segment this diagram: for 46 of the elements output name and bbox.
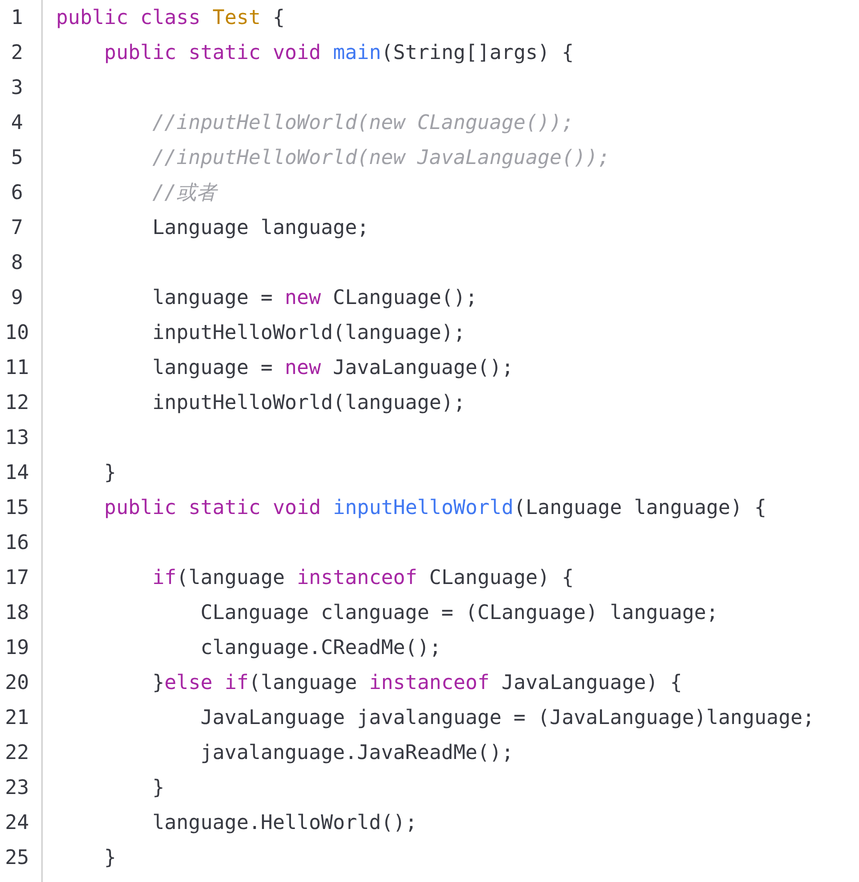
line-number: 8 bbox=[10, 249, 24, 276]
code-line: inputHelloWorld(language); bbox=[152, 319, 466, 346]
code-line: CLanguage clanguage = (CLanguage) language; bbox=[200, 599, 718, 626]
code-line: } bbox=[104, 459, 116, 486]
code-comment: //inputHelloWorld(new CLanguage()); bbox=[152, 109, 574, 136]
code-line: language.HelloWorld(); bbox=[152, 809, 418, 836]
code-comment: //inputHelloWorld(new JavaLanguage()); bbox=[152, 144, 610, 171]
line-number: 15 bbox=[4, 494, 30, 521]
code-line: } bbox=[104, 844, 116, 871]
line-number: 14 bbox=[4, 459, 30, 486]
line-number: 20 bbox=[4, 669, 30, 696]
code-line: if(language instanceof CLanguage) { bbox=[152, 564, 574, 591]
line-number: 4 bbox=[10, 109, 24, 136]
line-number: 12 bbox=[4, 389, 30, 416]
line-number: 16 bbox=[4, 529, 30, 556]
line-number: 6 bbox=[10, 179, 24, 206]
line-number: 10 bbox=[4, 319, 30, 346]
code-line: JavaLanguage javalanguage = (JavaLanguage)language; bbox=[200, 704, 815, 731]
code-line: Language language; bbox=[152, 214, 370, 241]
line-number: 21 bbox=[4, 704, 30, 731]
line-number: 19 bbox=[4, 634, 30, 661]
line-number: 3 bbox=[10, 74, 24, 101]
code-line: language = new JavaLanguage(); bbox=[152, 354, 514, 381]
line-number: 23 bbox=[4, 774, 30, 801]
line-number: 13 bbox=[4, 424, 30, 451]
line-number: 5 bbox=[10, 144, 24, 171]
line-number: 1 bbox=[10, 4, 24, 31]
line-number: 7 bbox=[10, 214, 24, 241]
code-line: language = new CLanguage(); bbox=[152, 284, 478, 311]
code-line: } bbox=[152, 774, 164, 801]
line-number: 18 bbox=[4, 599, 30, 626]
line-number: 11 bbox=[4, 354, 30, 381]
code-line: public class Test { bbox=[56, 4, 285, 31]
line-number: 22 bbox=[4, 739, 30, 766]
line-number: 25 bbox=[4, 844, 30, 871]
code-line: }else if(language instanceof JavaLanguage) { bbox=[152, 669, 682, 696]
line-number: 9 bbox=[10, 284, 24, 311]
line-number: 2 bbox=[10, 39, 24, 66]
code-line: public static void main(String[]args) { bbox=[104, 39, 574, 66]
code-line: inputHelloWorld(language); bbox=[152, 389, 466, 416]
code-line: clanguage.CReadMe(); bbox=[200, 634, 442, 661]
code-comment: //或者 bbox=[152, 179, 216, 206]
code-line: javalanguage.JavaReadMe(); bbox=[200, 739, 514, 766]
line-number: 24 bbox=[4, 809, 30, 836]
code-line: public static void inputHelloWorld(Language language) { bbox=[104, 494, 766, 521]
line-number: 17 bbox=[4, 564, 30, 591]
